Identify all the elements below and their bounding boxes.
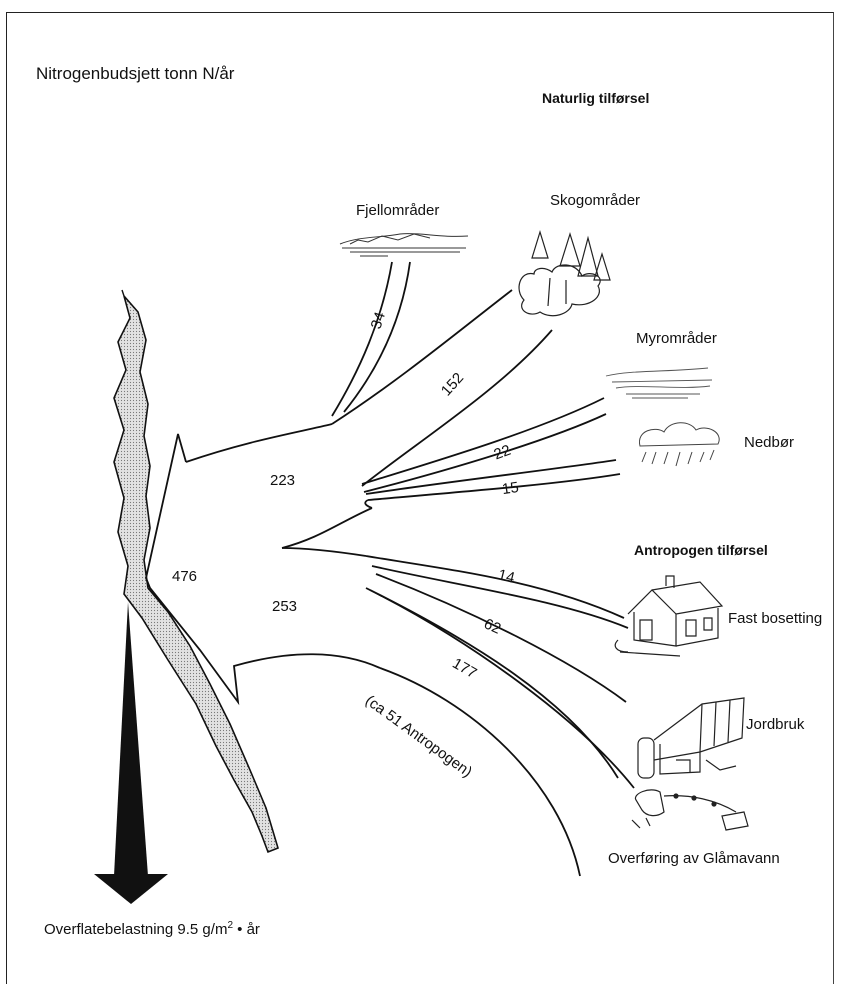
- label-skogomrader: Skogområder: [550, 192, 641, 209]
- pipeline-icon: [631, 789, 749, 831]
- label-fast-bosetting: Fast bosetting: [728, 610, 823, 627]
- label-fjellomrader: Fjellområder: [356, 202, 440, 219]
- label-myromrader: Myrområder: [636, 330, 717, 347]
- flow-bosetting: [365, 555, 625, 619]
- flow-jordbruk: [375, 573, 627, 703]
- house-icon: [614, 575, 724, 657]
- figure-frame: [6, 12, 834, 984]
- value-nedbor: 15: [500, 478, 520, 499]
- label-nedbor: Nedbør: [744, 434, 795, 451]
- value-natural-total: 223: [270, 472, 296, 489]
- flow-glamavann: [365, 587, 635, 789]
- rain-icon: [639, 422, 720, 467]
- outflow-arrow: [94, 602, 168, 904]
- value-anthropogenic-total: 253: [272, 598, 298, 615]
- flow-nedbor: [365, 459, 617, 495]
- flow-myr: [361, 397, 605, 485]
- bog-icon: [605, 367, 713, 399]
- flow-skog: [331, 289, 513, 425]
- label-jordbruk: Jordbruk: [746, 716, 805, 733]
- farm-icon: [637, 697, 745, 779]
- heading-natural: Naturlig tilførsel: [542, 90, 650, 106]
- flow-fjell: [331, 261, 393, 417]
- forest-icon: [518, 229, 611, 317]
- diagram-title: Nitrogenbudsjett tonn N/år: [36, 64, 235, 83]
- value-total: 476: [172, 568, 198, 585]
- mountain-icon: [339, 233, 469, 257]
- outflow-label: Overflatebelastning 9.5 g/m2 • år: [44, 920, 260, 938]
- lake-shape: [113, 295, 279, 854]
- label-overforing-glamavann: Overføring av Glåmavann: [608, 850, 780, 867]
- inflow-funnel: [145, 433, 381, 706]
- heading-anthropogenic: Antropogen tilførsel: [634, 542, 768, 558]
